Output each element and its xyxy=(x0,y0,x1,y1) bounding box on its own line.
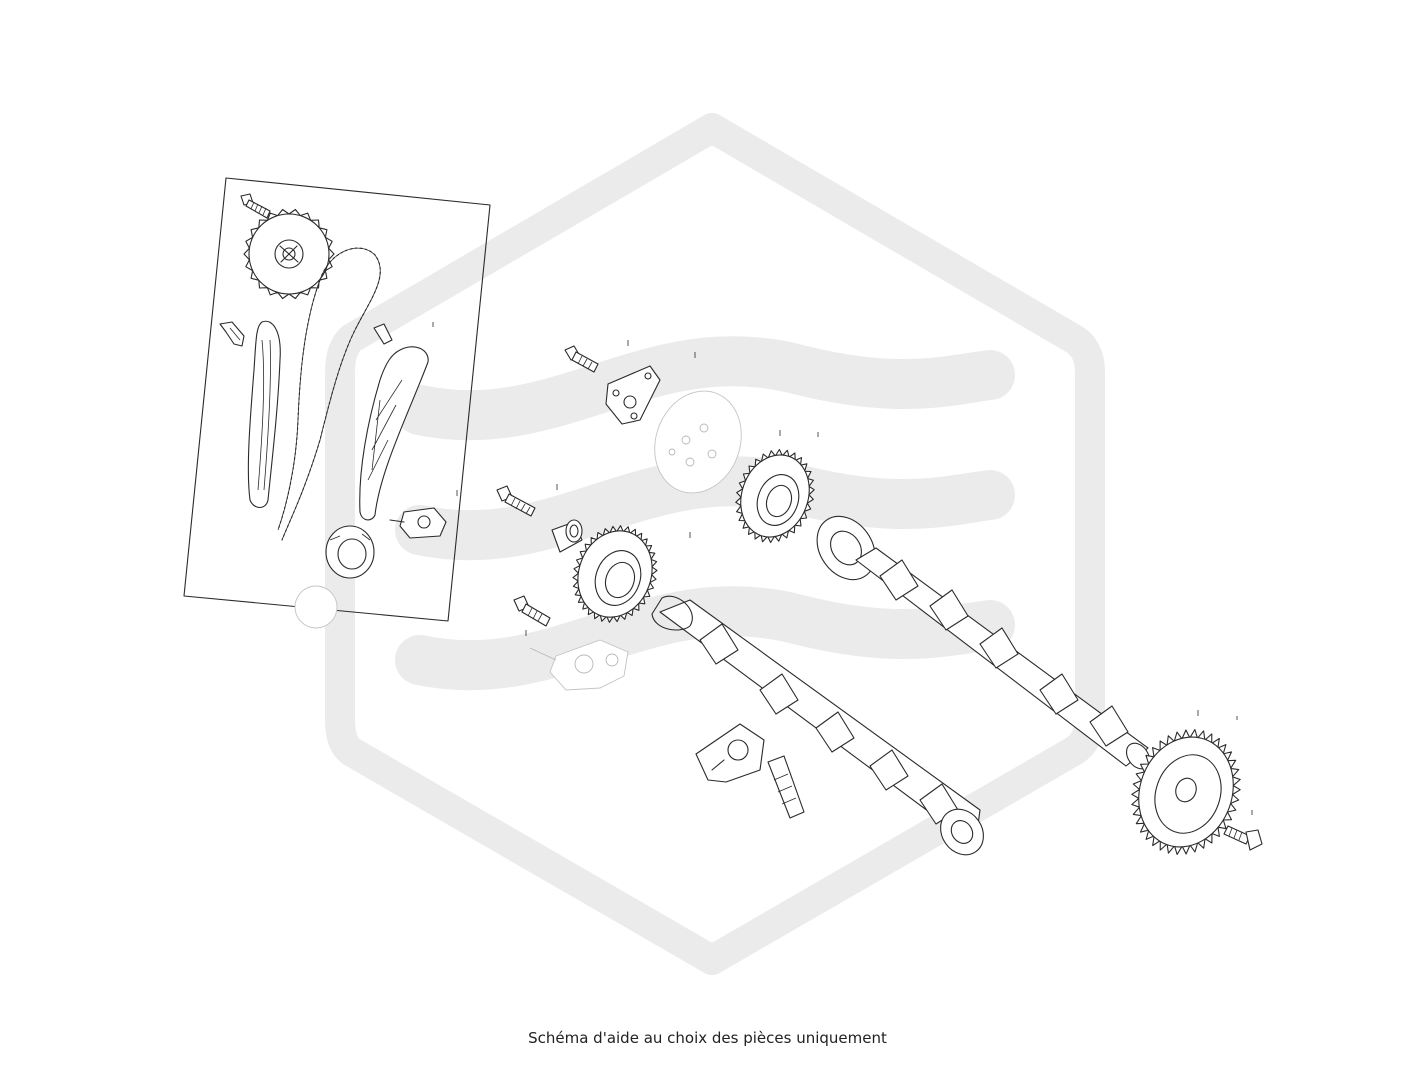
gear-bolt xyxy=(1223,825,1263,851)
chain-tensioner xyxy=(389,507,447,539)
callout-circle xyxy=(294,585,338,629)
idler-pulley xyxy=(325,525,375,579)
tensioner-bolt xyxy=(513,595,551,627)
bearing-sleeve xyxy=(551,519,583,553)
sprocket-bolt xyxy=(240,193,271,219)
camshaft-gear-exhaust xyxy=(572,525,658,623)
reluctor-wheel xyxy=(654,390,742,494)
rail-pin xyxy=(373,323,393,345)
tensioner-rail xyxy=(359,346,429,521)
diagram-caption: Schéma d'aide au choix des pièces unique… xyxy=(528,1029,887,1047)
drive-gear xyxy=(1131,729,1241,855)
faint-tensioner xyxy=(529,639,629,691)
exhaust-camshaft xyxy=(651,595,984,856)
vvt-bolt xyxy=(564,345,599,373)
camshaft-sprocket xyxy=(243,208,335,300)
leader-ticks xyxy=(432,322,1253,815)
guide-pin xyxy=(219,321,245,347)
rocker-arm xyxy=(695,723,765,783)
timing-kit-frame xyxy=(183,177,491,622)
chain-guide-rail xyxy=(247,320,281,509)
sprocket-bolt-2 xyxy=(496,485,536,517)
hydraulic-lifter xyxy=(767,755,805,819)
camshaft-gear-intake xyxy=(735,448,815,544)
flange-plate xyxy=(605,365,661,425)
